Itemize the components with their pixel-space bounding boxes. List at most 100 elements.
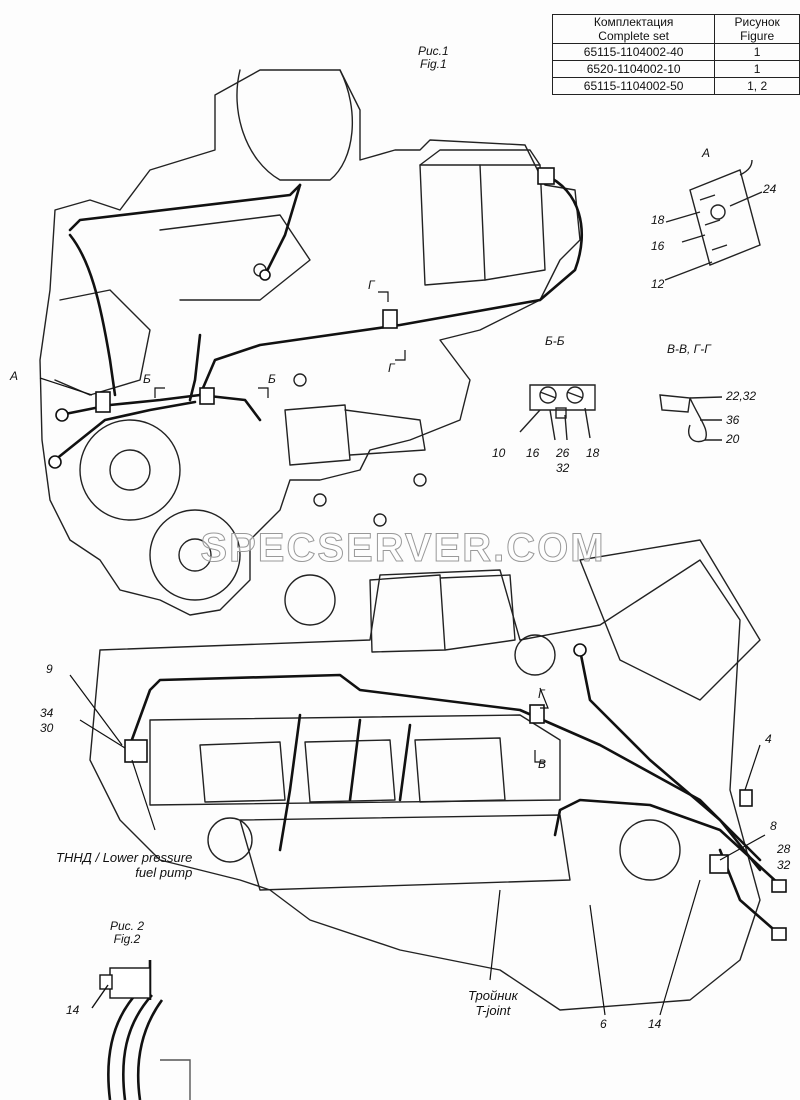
section-line-g-top xyxy=(378,291,389,302)
callout-number: 24 xyxy=(763,182,777,196)
fig1-lower-engine-outline xyxy=(89,559,761,1011)
callout-number: 20 xyxy=(726,432,740,446)
callout-number: 8 xyxy=(770,819,777,833)
lower-fitting-28 xyxy=(771,879,787,893)
table-row: 65115-1104002-50 1, 2 xyxy=(551,77,800,95)
callout-number: 18 xyxy=(651,213,665,227)
lower-pipe-3 xyxy=(553,798,782,887)
fig1-bolt-5 xyxy=(413,473,427,487)
fig1-bolt-3 xyxy=(313,493,327,507)
section-line-b-right xyxy=(258,387,269,398)
fig1-lower-crankcase xyxy=(239,814,571,891)
table-header-row: Комплектация Complete set Рисунок Figure xyxy=(551,14,800,44)
callout-number: 34 xyxy=(40,706,54,720)
fig1-bolt-4 xyxy=(373,513,387,527)
callout-number: 18 xyxy=(586,446,600,460)
fig1-lower-hatched-cover xyxy=(579,539,761,701)
callout-number: 14 xyxy=(66,1003,80,1017)
fig1-pipe-return xyxy=(198,173,583,397)
section-mark: Г xyxy=(388,361,395,375)
fig1-hpfp-body xyxy=(344,409,426,456)
section-mark: Г xyxy=(368,278,375,292)
fig1-filter-top xyxy=(419,149,541,166)
callout-number: 14 xyxy=(648,1017,662,1031)
fig1-clamp-a xyxy=(95,391,111,413)
lower-tee xyxy=(709,854,729,874)
leader-8 xyxy=(719,834,766,861)
callout-number: 32 xyxy=(777,858,791,872)
table-cell-figure: 1 xyxy=(714,60,800,78)
table-cell-figure: 1 xyxy=(714,43,800,61)
leader-34-30 xyxy=(79,719,126,749)
fig1-lower-cylinder-2 xyxy=(304,739,396,803)
callout-number: 6 xyxy=(600,1017,607,1031)
fig1-lower-cylinder-3 xyxy=(414,737,506,803)
complete-set-table: Комплектация Complete set Рисунок Figure… xyxy=(551,14,800,95)
view-a-title: А xyxy=(702,146,711,160)
fig1-pipe-main xyxy=(68,183,302,232)
fig1-manifold xyxy=(159,214,311,301)
fig1-bracket-left xyxy=(54,289,151,396)
callout-number: 26 xyxy=(556,446,570,460)
fig1-gear-housing xyxy=(79,419,181,521)
fig1-fitting-top-right xyxy=(537,167,555,185)
section-mark: Г xyxy=(538,687,545,701)
fig1-filter-right xyxy=(479,164,546,281)
lower-fitting-top xyxy=(573,643,587,657)
section-mark: А xyxy=(10,369,19,383)
fig1-filter-left xyxy=(419,164,486,286)
callout-number: 4 xyxy=(765,732,772,746)
section-mark: В xyxy=(538,757,547,771)
leader-4 xyxy=(744,744,761,791)
fig1-lower-cylinder-1 xyxy=(199,741,286,803)
lower-pipe-main xyxy=(128,673,762,862)
callout-number: 10 xyxy=(492,446,506,460)
leader-6 xyxy=(589,904,606,1016)
lower-pipe-drop xyxy=(278,713,412,852)
callout-number: 12 xyxy=(651,277,665,291)
fig1-lower-pulley-1 xyxy=(207,817,253,863)
lower-clamp-g xyxy=(529,704,545,724)
callout-number: 36 xyxy=(726,413,740,427)
fig1-clamp-g xyxy=(382,309,398,329)
callout-number: 16 xyxy=(526,446,540,460)
table-cell-set: 6520-1104002-10 xyxy=(551,60,716,78)
view-a-detail xyxy=(664,159,763,281)
fig1-pump-flange xyxy=(149,509,241,601)
fig1-lower-filter xyxy=(369,574,446,653)
section-line-b-left xyxy=(154,387,165,398)
lower-fitting-4 xyxy=(739,789,753,807)
table-row: 6520-1104002-10 1 xyxy=(551,60,800,78)
leader-pump xyxy=(131,759,156,831)
callout-number: 9 xyxy=(46,662,53,676)
fig1-banjo-fitting xyxy=(259,269,271,281)
view-vv-gg-detail xyxy=(659,394,723,443)
leader-9 xyxy=(69,674,123,746)
watermark: SPECSERVER.COM xyxy=(200,526,606,571)
fig1-pipe-vertical xyxy=(188,333,202,402)
fig1-pipe-low-2 xyxy=(53,400,197,462)
fig1-pipe-branch xyxy=(263,183,302,277)
fig1-clamp-b xyxy=(199,387,215,405)
view-vv-gg-title: В-В, Г-Г xyxy=(667,342,711,356)
callout-number: 22,32 xyxy=(726,389,757,403)
view-bb-detail xyxy=(519,384,596,441)
fig1-engine-outline xyxy=(39,69,581,616)
fig1-lower-pulley-2 xyxy=(619,819,681,881)
fig1-gear-inner xyxy=(109,449,151,491)
fig1-fitting-2 xyxy=(48,455,62,469)
fig1-fitting-1 xyxy=(55,408,69,422)
fig1-pulley xyxy=(284,574,336,626)
fig1-hpfp-block xyxy=(284,404,351,466)
fig1-lower-head xyxy=(149,714,561,806)
leader-14 xyxy=(659,879,701,1016)
table-row: 65115-1104002-40 1 xyxy=(551,43,800,61)
fig1-pipe-down xyxy=(68,233,117,397)
section-mark: Б xyxy=(143,372,151,386)
callout-number: 32 xyxy=(556,461,570,475)
section-line-g-lower xyxy=(539,687,549,709)
fig2-detail xyxy=(91,960,191,1100)
section-mark: Б xyxy=(268,372,276,386)
